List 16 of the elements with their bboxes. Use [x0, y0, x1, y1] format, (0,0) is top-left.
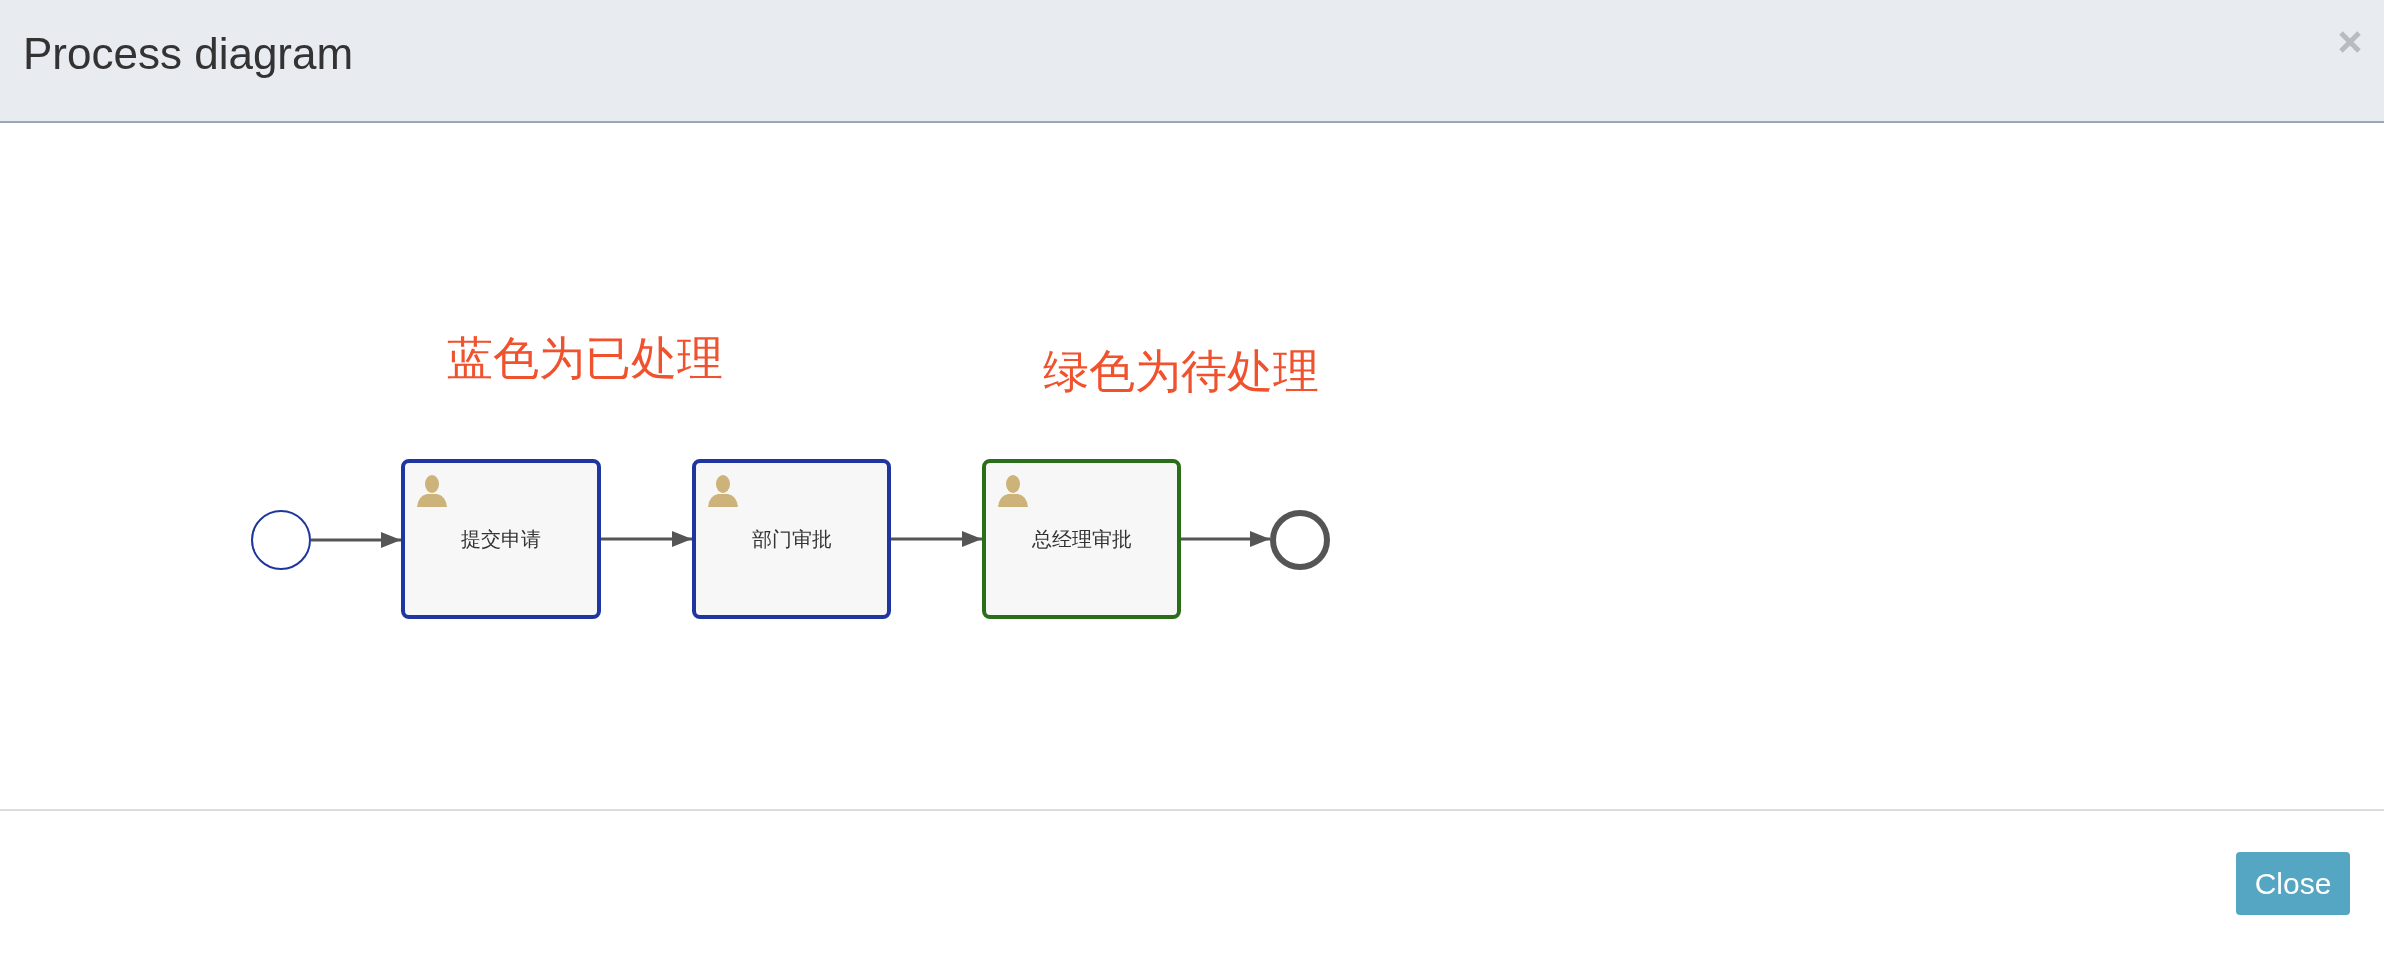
user-task-box	[982, 459, 1181, 619]
dialog-title: Process diagram	[23, 28, 354, 80]
close-button: Close	[2236, 852, 2350, 915]
arrow	[311, 532, 401, 548]
arrow	[1181, 531, 1270, 547]
start-event-circle	[251, 510, 311, 570]
end-event-circle	[1270, 510, 1330, 570]
user-task-box	[401, 459, 601, 619]
task-label: 提交申请	[461, 525, 541, 553]
task-label: 总经理审批	[1031, 525, 1132, 553]
annotation-text: 蓝色为已处理	[447, 330, 723, 387]
arrow	[891, 531, 982, 547]
user-task-box	[692, 459, 891, 619]
annotation-text: 绿色为待处理	[1043, 343, 1319, 400]
task-label: 部门审批	[751, 525, 832, 553]
arrow	[601, 531, 692, 547]
